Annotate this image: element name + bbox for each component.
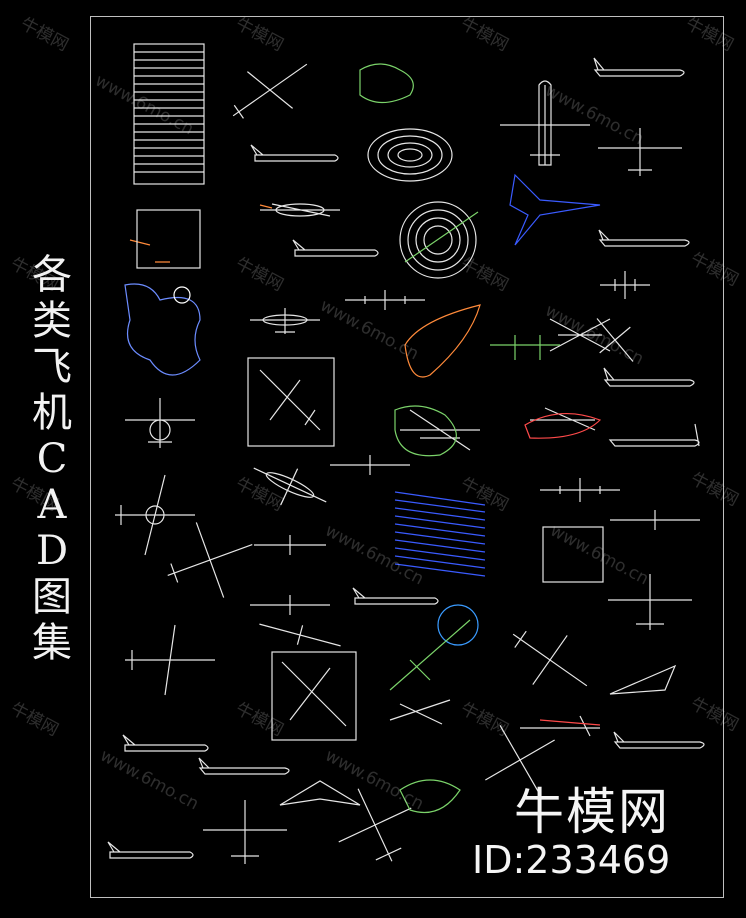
jet-side-small <box>389 699 451 725</box>
helicopter-1 <box>400 409 480 451</box>
prop-plane-2 <box>253 467 327 506</box>
prop-plane-4 <box>250 595 330 615</box>
prop-plane-1 <box>250 308 320 334</box>
jet-front-5 <box>600 271 650 299</box>
jet-topview-1 <box>500 80 590 166</box>
jet-front-3 <box>540 478 620 502</box>
osprey-plane <box>490 335 560 360</box>
jet-topview-5 <box>167 522 253 598</box>
colored-plane-3 <box>359 63 414 104</box>
jet-topview-4 <box>115 474 195 556</box>
jet-sideview-6 <box>603 367 695 387</box>
title-char: 机 <box>32 390 72 436</box>
jet-front-1 <box>345 290 425 310</box>
red-detail-plane <box>524 412 602 726</box>
striped-panel-drawing <box>133 43 205 185</box>
title-char: 各 <box>32 252 72 298</box>
helicopter-bottom <box>399 779 461 814</box>
title-char: 类 <box>32 298 72 344</box>
jet-sideview-10 <box>107 841 194 859</box>
jet-topview-8 <box>203 800 287 864</box>
prop-plane-5 <box>259 623 341 647</box>
stealth-plane-2 <box>609 664 677 695</box>
title-char: 集 <box>32 620 72 666</box>
prop-plane-3 <box>260 203 340 217</box>
bomber-plane <box>512 630 588 687</box>
jet-side-small-2 <box>520 715 600 737</box>
jet-topview-6 <box>608 574 692 630</box>
jet-front-4 <box>610 510 700 530</box>
jet-topview-7 <box>125 624 215 696</box>
helicopter-2 <box>530 407 596 431</box>
id-label: ID:233469 <box>472 838 671 882</box>
jet-sideview-5 <box>352 587 439 605</box>
jet-diagonal-1 <box>232 63 308 119</box>
jet-topview-2 <box>598 128 682 176</box>
title-char: 飞 <box>32 344 72 390</box>
jet-sideview-11 <box>613 731 705 749</box>
drawing-frame <box>90 16 724 898</box>
target-rings-2 <box>399 201 479 279</box>
jet-topview-11 <box>596 318 634 362</box>
jet-topview-10 <box>485 725 555 795</box>
jet-sideview-1 <box>593 57 685 77</box>
cluster-panel <box>136 209 604 583</box>
brand-label: 牛模网 <box>514 783 670 841</box>
title-char: C <box>36 436 68 482</box>
jet-sideview-7 <box>608 423 700 447</box>
jet-front-2 <box>330 455 410 475</box>
layered-jet-panel <box>394 491 486 577</box>
fighter-blue-ring <box>389 604 479 691</box>
prop-plane-6 <box>254 535 326 555</box>
jet-sideview-8 <box>122 734 209 752</box>
colored-plane-4 <box>129 204 273 263</box>
jet-sideview-9 <box>198 757 290 775</box>
vertical-title: 各 类 飞 机 C A D 图 集 <box>22 252 82 666</box>
colored-plane-2 <box>124 283 201 376</box>
stealth-plane <box>279 780 361 806</box>
title-char: A <box>37 482 67 528</box>
transport-plane <box>549 318 611 352</box>
title-char: D <box>35 528 69 574</box>
jet-sideview-3 <box>292 239 379 257</box>
target-rings-1 <box>367 128 453 182</box>
jet-topview-3 <box>125 398 195 448</box>
title-char: 图 <box>32 574 72 620</box>
jet-topview-9 <box>338 788 412 862</box>
jet-sideview-4 <box>598 229 690 247</box>
framed-plane-2 <box>271 651 357 741</box>
framed-plane-1 <box>247 357 335 447</box>
colored-plane-1 <box>509 173 601 246</box>
helicopter-green <box>394 405 457 457</box>
jet-sideview-2 <box>250 144 339 162</box>
rocket-drawing <box>404 304 481 378</box>
